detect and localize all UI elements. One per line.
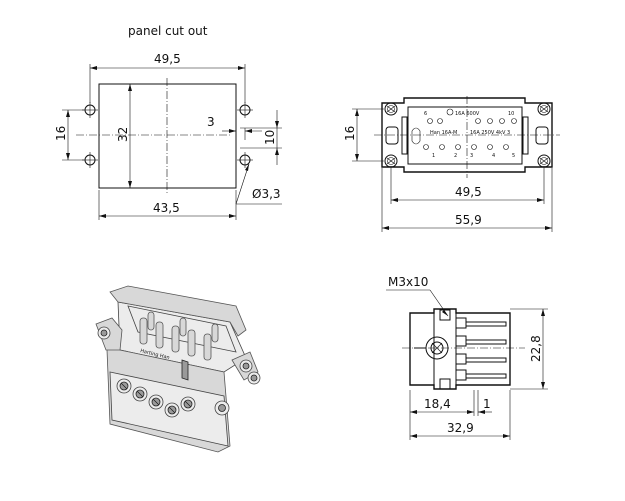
front-dim-16: 16 (343, 126, 357, 141)
panel-title: panel cut out (128, 24, 208, 38)
front-dim-55-9: 55,9 (455, 213, 482, 227)
front-screws (384, 102, 551, 168)
panel-cutout-view: panel cut out 49,5 43,5 (54, 24, 282, 220)
side-view: M3x10 22,8 (386, 275, 548, 440)
panel-dim-32: 32 (116, 127, 130, 142)
isometric-view: Harting Han (95, 285, 261, 453)
front-latch-right (535, 126, 549, 145)
side-dim-32-9: 32,9 (447, 421, 474, 435)
front-rating-2: 16A 250V 4kV 3 (470, 130, 510, 136)
front-code: Han 16A-M (430, 130, 457, 136)
mounting-holes (82, 102, 253, 168)
side-body (409, 308, 511, 390)
side-dim-22-8: 22,8 (529, 335, 543, 362)
front-pin-1: 1 (432, 153, 435, 159)
front-pin-2: 2 (454, 153, 457, 159)
panel-dim-hole-dia: Ø3,3 (252, 187, 281, 201)
front-pin-6: 6 (424, 111, 427, 117)
front-dim-49-5: 49,5 (455, 185, 482, 199)
front-body (381, 97, 553, 173)
side-dim-1: 1 (483, 397, 491, 411)
front-view: 6 10 16A 600V Han 16A-M 16A 250V 4kV 3 1… (343, 96, 560, 232)
panel-dim-3: 3 (207, 115, 215, 129)
panel-dim-43-5: 43,5 (153, 201, 180, 215)
front-pin-5: 5 (512, 153, 515, 159)
side-dim-18-4: 18,4 (424, 397, 451, 411)
side-screw-label: M3x10 (388, 275, 428, 289)
iso-terminals (116, 378, 196, 418)
front-contacts (423, 108, 517, 150)
side-pins (455, 317, 507, 381)
front-pin-3: 3 (470, 153, 473, 159)
front-pin-4: 4 (492, 153, 495, 159)
panel-dim-49-5: 49,5 (154, 52, 181, 66)
front-rating-1: 16A 600V (455, 111, 480, 117)
front-insert (407, 106, 523, 165)
iso-pins (139, 311, 219, 361)
front-pin-10: 10 (508, 111, 514, 117)
front-latch-left (385, 126, 399, 145)
panel-dim-16: 16 (54, 126, 68, 141)
panel-dim-10: 10 (263, 130, 277, 145)
